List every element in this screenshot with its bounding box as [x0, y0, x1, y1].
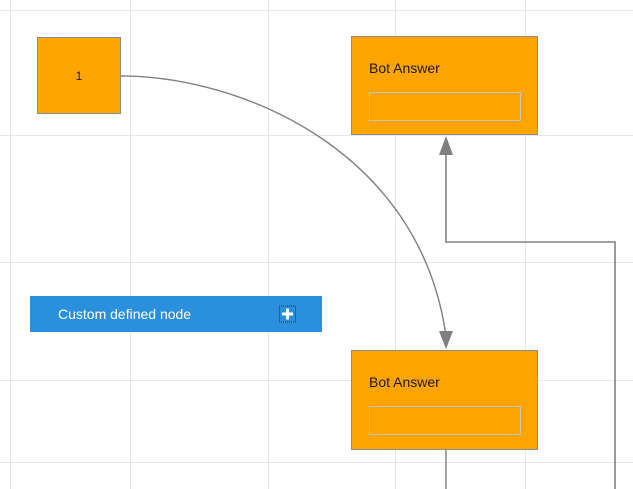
- start-node[interactable]: 1: [37, 37, 121, 114]
- bot-answer-node-bottom[interactable]: Bot Answer: [351, 350, 538, 450]
- plus-icon-vertical-bar: [286, 308, 289, 320]
- bot-answer-title-bottom: Bot Answer: [369, 374, 440, 390]
- bot-answer-slot-bottom[interactable]: [369, 406, 521, 435]
- curved-connector-start-to-bottom[interactable]: [120, 75, 447, 337]
- bot-answer-node-top[interactable]: Bot Answer: [351, 36, 538, 135]
- plus-icon[interactable]: [279, 305, 296, 323]
- custom-defined-node-label: Custom defined node: [58, 306, 192, 322]
- start-node-label: 1: [75, 68, 83, 83]
- curved-connector-arrowhead: [439, 331, 453, 349]
- bot-answer-slot-top[interactable]: [369, 92, 521, 121]
- bot-answer-title-top: Bot Answer: [369, 60, 440, 76]
- orthogonal-connector-bottom-to-top[interactable]: [445, 152, 616, 489]
- custom-defined-node-button[interactable]: Custom defined node: [30, 296, 322, 332]
- orthogonal-connector-arrowhead: [439, 136, 453, 155]
